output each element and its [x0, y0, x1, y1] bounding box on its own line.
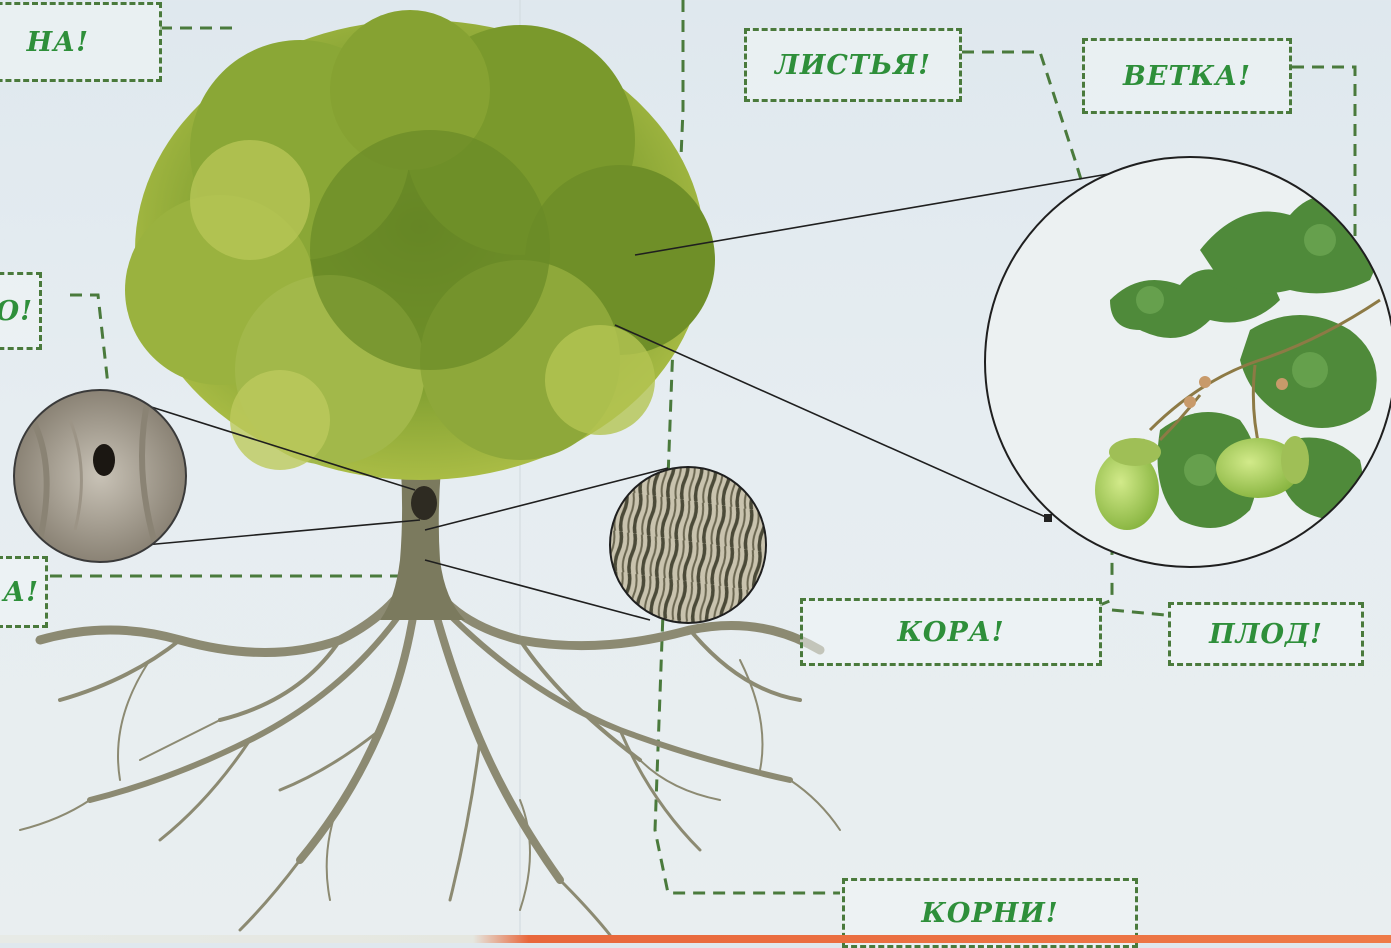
label-crown-partial: НА! — [0, 2, 162, 82]
leaves-acorn-inset — [985, 157, 1391, 567]
hollow-inset — [14, 390, 186, 562]
bark-inset — [610, 467, 766, 623]
label-left-partial: А! — [0, 556, 48, 628]
trunk-hollow — [411, 486, 437, 520]
label-trunk-partial: О! — [0, 272, 42, 350]
label-branch: ВЕТКА! — [1082, 38, 1292, 114]
label-leaves: ЛИСТЬЯ! — [744, 28, 962, 102]
tree-crown — [125, 10, 715, 480]
label-bark: КОРА! — [800, 598, 1102, 666]
label-fruit: ПЛОД! — [1168, 602, 1364, 666]
poster-bottom-edge — [0, 935, 1391, 943]
